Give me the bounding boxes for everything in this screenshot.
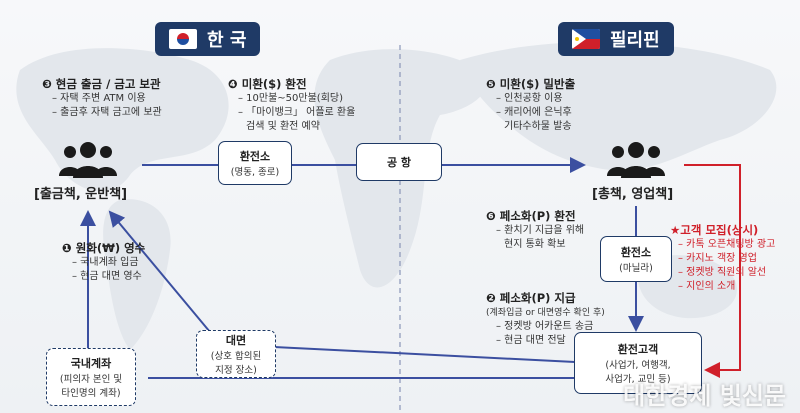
customer-sub: (사업가, 여행객, (605, 360, 671, 371)
step5-item: – 캐리어에 은닉후 (496, 107, 572, 118)
recruit-item: – 카톡 오픈채팅방 광고 (678, 239, 776, 250)
step3-block: ❸ 현금 출금 / 금고 보관 – 자택 주변 ATM 이용 – 출금후 자택 … (42, 76, 162, 120)
customer-box: 환전고객 (사업가, 여행객, 사업가, 교민 등) (574, 332, 702, 394)
step5-title: ❺ 미환($) 밀반출 (486, 77, 576, 91)
step5-block: ❺ 미환($) 밀반출 – 인천공항 이용 – 캐리어에 은닉후 기타수하물 발… (486, 76, 575, 134)
recruit-item: – 정켓방 직원의 알선 (678, 267, 767, 278)
step2-item: – 정켓방 어카운트 송금 (496, 321, 594, 332)
korea-flag-icon (169, 29, 197, 49)
meet-box: 대면 (상호 합의된 지정 장소) (196, 330, 276, 378)
step3-title: ❸ 현금 출금 / 금고 보관 (42, 77, 161, 91)
step5-item: – 인천공항 이용 (496, 93, 563, 104)
step6-item: 현지 통화 확보 (504, 239, 566, 250)
recruit-title: ★고객 모집(상시) (670, 223, 759, 237)
exchange-korea-box: 환전소 (명동, 종로) (218, 141, 292, 185)
exchange-korea-sub: (명동, 종로) (230, 167, 280, 178)
people-group-icon (607, 142, 665, 178)
step5-item: 기타수하물 발송 (504, 121, 572, 132)
step3-item: – 자택 주변 ATM 이용 (52, 93, 146, 104)
airport-box: 공 항 (356, 143, 442, 181)
meet-sub: (상호 합의된 (210, 351, 262, 362)
step6-block: ❻ 페소화(P) 환전 – 환치기 지급을 위해 현지 통화 확보 (486, 208, 584, 252)
step2-note: (계좌입금 or 대면영수 확인 후) (486, 308, 605, 318)
newspaper-watermark: 대한경제 빛신문 (623, 382, 786, 410)
step2-block: ❷ 페소화(P) 지급 (계좌입금 or 대면영수 확인 후) – 정켓방 어카… (486, 290, 605, 348)
airport-title: 공 항 (386, 156, 412, 169)
korea-badge: 한 국 (155, 22, 261, 56)
step2-item: – 현금 대면 전달 (496, 335, 566, 346)
meet-sub: 지정 장소) (215, 365, 257, 376)
people-group-icon (59, 142, 117, 178)
philippines-badge: 필리핀 (558, 22, 674, 56)
domestic-account-title: 국내계좌 (70, 357, 112, 370)
step4-item: 검색 및 환전 예약 (246, 121, 320, 132)
step4-block: ❹ 미환($) 환전 – 10만불~50만불(회당) – 「마이뱅크」 어플로 … (228, 76, 355, 134)
step2-title: ❷ 페소화(P) 지급 (486, 291, 576, 305)
step1-item: – 국내계좌 입금 (72, 257, 139, 268)
step1-item: – 현금 대면 영수 (72, 271, 142, 282)
philippines-flag-icon (572, 29, 600, 49)
recruit-item: – 지인의 소개 (678, 281, 736, 292)
meet-title: 대면 (225, 334, 247, 347)
korea-person-label: [출금책, 운반책] (34, 187, 128, 202)
step4-title: ❹ 미환($) 환전 (228, 77, 307, 91)
philippines-label: 필리핀 (610, 30, 660, 51)
exchange-manila-sub: (마닐라) (619, 263, 653, 274)
exchange-korea-title: 환전소 (239, 150, 271, 163)
step6-title: ❻ 페소화(P) 환전 (486, 209, 576, 223)
korea-label: 한 국 (207, 30, 247, 51)
step4-item: – 「마이뱅크」 어플로 환율 (238, 107, 356, 118)
recruit-item: – 카지노 객장 영업 (678, 253, 757, 264)
exchange-manila-title: 환전소 (620, 246, 652, 259)
step1-block: ❶ 원화(₩) 영수 – 국내계좌 입금 – 현금 대면 영수 (62, 240, 145, 284)
exchange-manila-box: 환전소 (마닐라) (600, 236, 672, 282)
domestic-account-box: 국내계좌 (피의자 본인 및 타인명의 계좌) (46, 348, 136, 406)
customer-title: 환전고객 (617, 343, 659, 356)
step4-item: – 10만불~50만불(회당) (238, 93, 344, 104)
recruit-block: ★고객 모집(상시) – 카톡 오픈채팅방 광고 – 카지노 객장 영업 – 정… (670, 222, 775, 294)
customer-sub: 사업가, 교민 등) (605, 374, 671, 385)
domestic-account-sub: 타인명의 계좌) (61, 388, 121, 399)
step1-title: ❶ 원화(₩) 영수 (62, 241, 146, 255)
step3-item: – 출금후 자택 금고에 보관 (52, 107, 162, 118)
step6-item: – 환치기 지급을 위해 (496, 225, 585, 236)
ph-person-label: [총책, 영업책] (592, 187, 674, 202)
domestic-account-sub: (피의자 본인 및 (59, 374, 123, 385)
